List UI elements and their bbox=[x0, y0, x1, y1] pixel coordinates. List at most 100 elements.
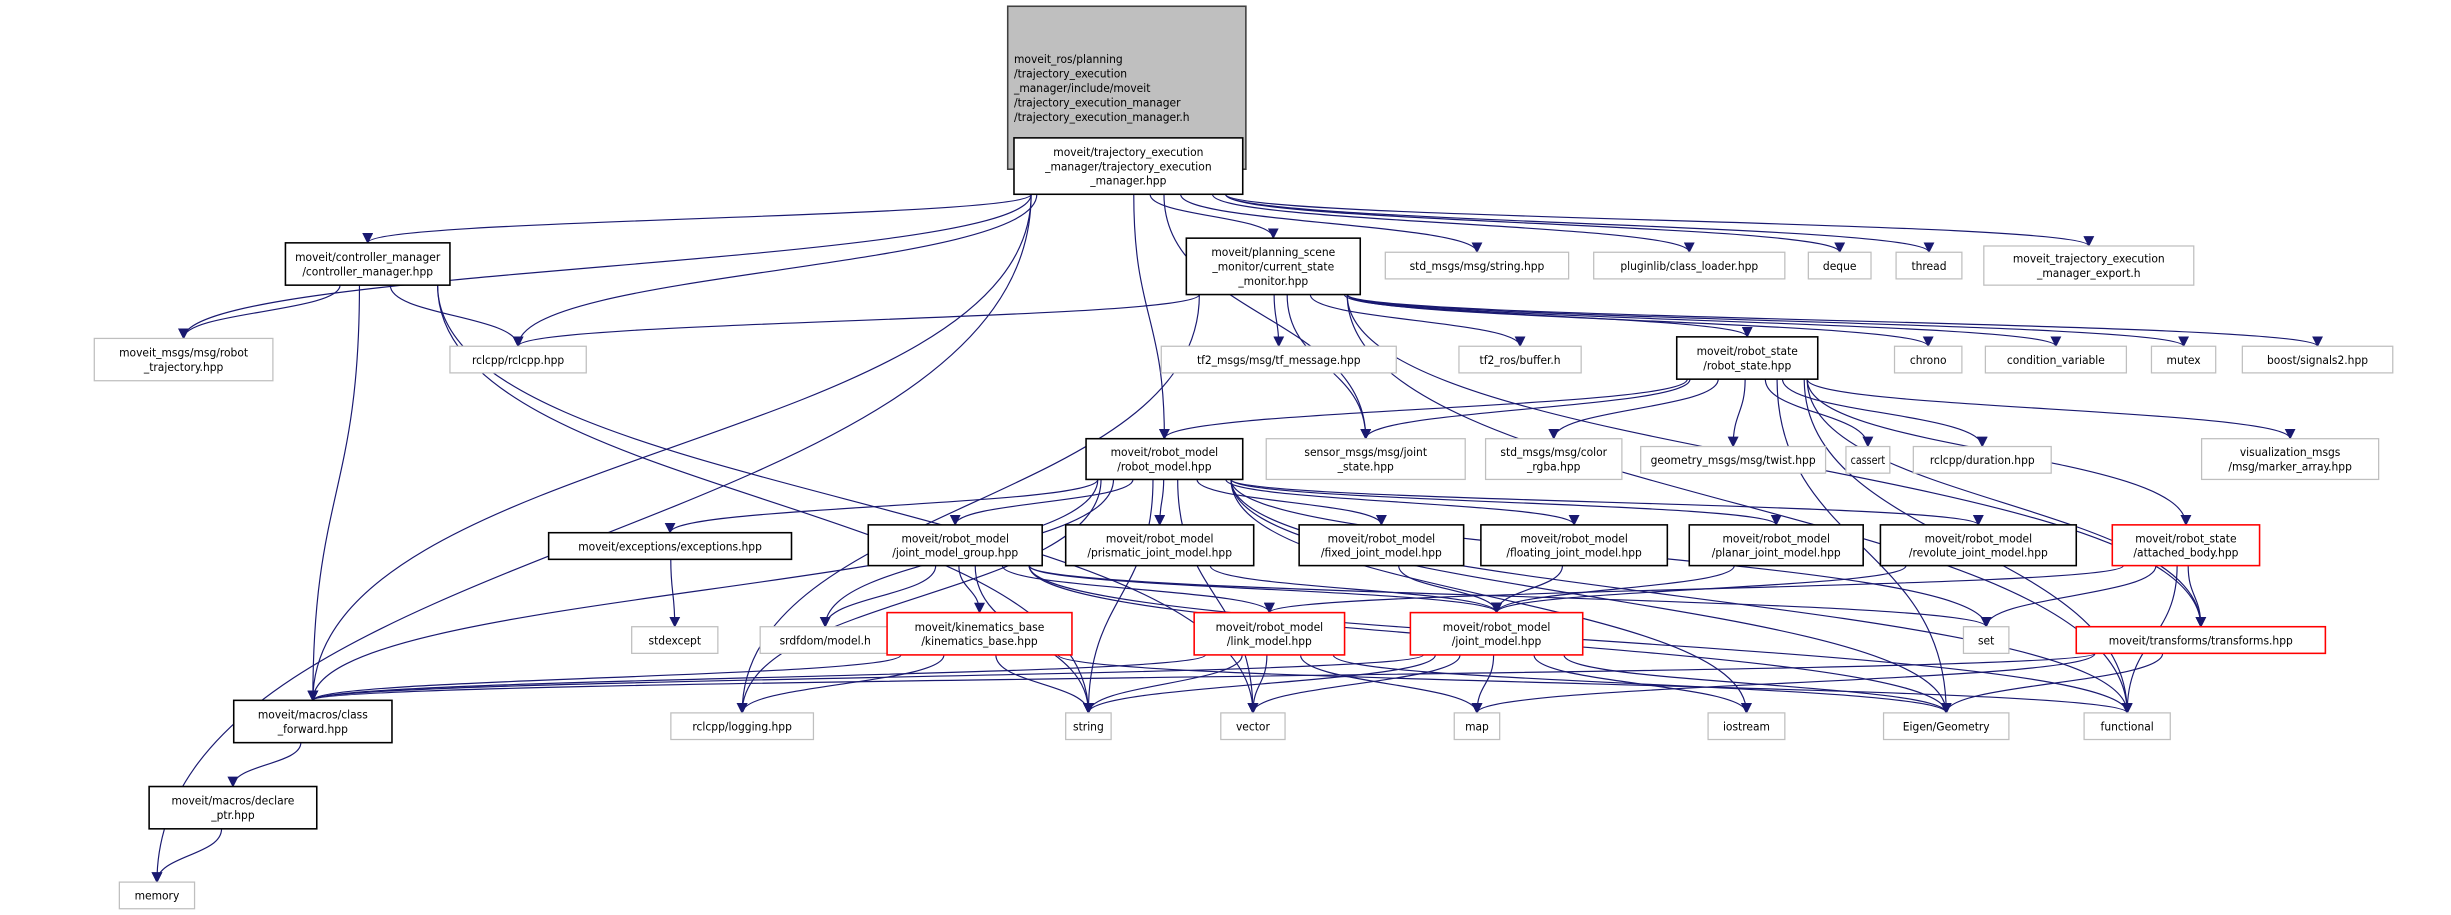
node-label-line: /msg/marker_array.hpp bbox=[2228, 460, 2352, 474]
edge-csm-to-condvar bbox=[1346, 294, 2062, 348]
edge-tem-to-strmsg bbox=[1180, 194, 1483, 254]
edge-jmg-to-joint bbox=[1028, 565, 1502, 614]
node-label-line: moveit/robot_model bbox=[1106, 531, 1214, 545]
node-joint[interactable]: moveit/robot_model/joint_model.hpp bbox=[1409, 611, 1584, 656]
edge-jmg-to-srdf bbox=[819, 565, 937, 628]
node-label-line: stdexcept bbox=[649, 633, 702, 647]
node-label-line: _manager_export.h bbox=[2036, 266, 2141, 280]
edge-kin-to-string bbox=[995, 654, 1094, 714]
node-transforms[interactable]: moveit/transforms/transforms.hpp bbox=[2075, 625, 2327, 655]
node-label-line: moveit/robot_model bbox=[1520, 531, 1628, 545]
edge-declptr-to-memory bbox=[151, 828, 223, 884]
node-declptr[interactable]: moveit/macros/declare_ptr.hpp bbox=[148, 785, 318, 830]
edge-rmodel-to-exc bbox=[664, 479, 1099, 534]
edge-link-to-map bbox=[1299, 654, 1483, 714]
node-set: set bbox=[1962, 626, 2010, 654]
node-jstate: sensor_msgs/msg/joint_state.hpp bbox=[1265, 438, 1466, 481]
node-rstate[interactable]: moveit/robot_state/robot_state.hpp bbox=[1675, 336, 1819, 380]
node-rmodel[interactable]: moveit/robot_model/robot_model.hpp bbox=[1085, 437, 1244, 481]
edge-link-to-string bbox=[1082, 654, 1243, 714]
node-tfbuf: tf2_ros/buffer.h bbox=[1458, 345, 1582, 374]
node-box bbox=[118, 881, 196, 910]
node-revolute[interactable]: moveit/robot_model/revolute_joint_model.… bbox=[1879, 524, 2078, 567]
edge-transforms-to-map bbox=[1471, 652, 2096, 714]
edge-csm-to-tfmsg bbox=[1273, 294, 1285, 348]
node-kin[interactable]: moveit/kinematics_base/kinematics_base.h… bbox=[886, 611, 1073, 656]
node-label-line: _forward.hpp bbox=[277, 722, 348, 736]
node-label-line: /controller_manager.hpp bbox=[302, 264, 433, 278]
node-vector: vector bbox=[1220, 712, 1286, 741]
edge-tem-to-export bbox=[1224, 193, 2094, 248]
edge-jmg-to-set bbox=[1028, 565, 1992, 628]
node-box bbox=[2200, 438, 2380, 481]
node-strmsg: std_msgs/msg/string.hpp bbox=[1384, 251, 1570, 280]
edge-rmodel-to-jmg bbox=[949, 479, 1134, 526]
node-label-line: _rgba.hpp bbox=[1526, 460, 1581, 474]
node-box bbox=[1984, 345, 2128, 374]
node-tem[interactable]: moveit/trajectory_execution_manager/traj… bbox=[1013, 137, 1244, 196]
node-label-line: /kinematics_base.hpp bbox=[921, 634, 1038, 648]
node-cm[interactable]: moveit/controller_manager/controller_man… bbox=[284, 242, 451, 286]
node-prism[interactable]: moveit/robot_model/prismatic_joint_model… bbox=[1064, 524, 1255, 567]
node-planar[interactable]: moveit/robot_model/planar_joint_model.hp… bbox=[1688, 524, 1864, 567]
node-iostream: iostream bbox=[1707, 712, 1786, 741]
edge-joint-to-iostream bbox=[1533, 654, 1752, 714]
node-attached[interactable]: moveit/robot_state/attached_body.hpp bbox=[2111, 524, 2261, 567]
node-label-line: moveit_ros/planning bbox=[1014, 52, 1123, 66]
edge-joint-to-string bbox=[1083, 654, 1436, 714]
node-rclcpp: rclcpp/rclcpp.hpp bbox=[449, 345, 587, 374]
node-label-line: _manager.hpp bbox=[1089, 174, 1166, 188]
node-jmg[interactable]: moveit/robot_model/joint_model_group.hpp bbox=[867, 524, 1043, 567]
node-box bbox=[1640, 445, 1827, 474]
node-box bbox=[2150, 345, 2217, 374]
edge-rstate-to-cassert bbox=[1764, 379, 1874, 448]
edge-tem-to-classfwd bbox=[307, 194, 1032, 702]
node-label-line: /joint_model.hpp bbox=[1452, 634, 1542, 648]
node-label-line: moveit/macros/class bbox=[258, 708, 368, 722]
edge-csm-to-chrono bbox=[1346, 294, 1934, 348]
node-string: string bbox=[1065, 712, 1112, 741]
node-exc[interactable]: moveit/exceptions/exceptions.hpp bbox=[547, 531, 793, 561]
node-label-line: /robot_state.hpp bbox=[1703, 358, 1791, 372]
nodes-layer: moveit_ros/planning/trajectory_execution… bbox=[93, 5, 2394, 910]
node-map: map bbox=[1453, 712, 1501, 741]
node-label-line: _monitor/current_state bbox=[1211, 260, 1334, 274]
node-stdexcept: stdexcept bbox=[631, 626, 719, 654]
node-mutex: mutex bbox=[2150, 345, 2217, 374]
node-plugin: pluginlib/class_loader.hpp bbox=[1593, 251, 1786, 280]
node-label-line: set bbox=[1978, 633, 1994, 647]
node-label-line: mutex bbox=[2167, 353, 2201, 367]
edge-rstate-to-rgba bbox=[1548, 379, 1719, 440]
node-link[interactable]: moveit/robot_model/link_model.hpp bbox=[1193, 611, 1346, 656]
node-box bbox=[1484, 438, 1623, 481]
edge-rmodel-to-functional bbox=[1230, 479, 2133, 714]
edge-joint-to-map bbox=[1471, 654, 1495, 714]
node-csm[interactable]: moveit/planning_scene_monitor/current_st… bbox=[1185, 237, 1362, 296]
node-label-line: chrono bbox=[1910, 353, 1947, 367]
node-label-line: /fixed_joint_model.hpp bbox=[1321, 546, 1442, 560]
node-label-line: string bbox=[1073, 719, 1104, 733]
node-fixed[interactable]: moveit/robot_model/fixed_joint_model.hpp bbox=[1298, 524, 1465, 567]
edge-tem-to-deque bbox=[1224, 193, 1845, 254]
node-label-line: std_msgs/msg/color bbox=[1500, 445, 1607, 459]
edge-kin-to-classfwd bbox=[307, 654, 902, 702]
node-logging: rclcpp/logging.hpp bbox=[670, 712, 815, 741]
edge-attached-to-set bbox=[1980, 565, 2157, 628]
edge-tem-to-csm bbox=[1149, 194, 1279, 240]
node-classfwd[interactable]: moveit/macros/class_forward.hpp bbox=[232, 699, 393, 744]
edge-rmodel-to-planar bbox=[1230, 478, 1782, 526]
node-label-line: moveit/robot_model bbox=[1925, 531, 2033, 545]
node-box bbox=[1593, 251, 1786, 280]
node-box bbox=[1893, 345, 1963, 374]
edge-csm-to-signals2 bbox=[1346, 294, 2323, 348]
node-label-line: Eigen/Geometry bbox=[1903, 719, 1991, 733]
node-label-line: moveit/robot_model bbox=[1443, 620, 1551, 634]
node-box bbox=[1983, 245, 2195, 286]
node-box bbox=[1845, 445, 1891, 474]
node-label-line: moveit/macros/declare bbox=[172, 794, 295, 808]
node-floating[interactable]: moveit/robot_model/floating_joint_model.… bbox=[1480, 524, 1669, 567]
node-box bbox=[148, 785, 318, 830]
node-box bbox=[1160, 345, 1397, 374]
node-label-line: moveit/robot_model bbox=[1722, 531, 1830, 545]
